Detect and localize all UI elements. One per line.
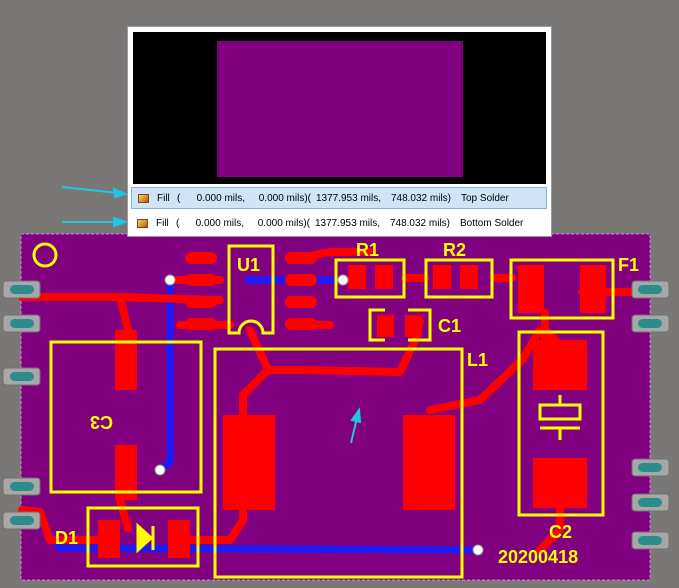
- f1-outline: [509, 258, 615, 320]
- pointer-arrows: [61, 186, 362, 444]
- mounting-hole: [32, 242, 58, 268]
- silkscreen: [49, 244, 615, 579]
- fill-icon: [138, 193, 149, 203]
- item-layer: Top Solder: [461, 192, 509, 204]
- item-kind: Fill: [156, 217, 169, 229]
- designator-u1: U1: [237, 255, 260, 275]
- pick-list-item-top-solder[interactable]: Fill ( 0.000 mils, 0.000 mils)( 1377.953…: [131, 187, 547, 209]
- board-date-text: 20200418: [498, 547, 578, 567]
- designator-r1: R1: [356, 240, 379, 260]
- designator-l1: L1: [467, 350, 488, 370]
- c2-outline: [517, 330, 605, 517]
- r2-outline: [424, 258, 494, 299]
- pick-list-popup[interactable]: Fill ( 0.000 mils, 0.000 mils)( 1377.953…: [127, 26, 552, 237]
- fill-preview: [133, 32, 546, 184]
- designator-c1: C1: [438, 316, 461, 336]
- item-y1: 0.000 mils)(: [258, 192, 311, 204]
- designator-c3: C3: [90, 412, 113, 432]
- item-y1: 0.000 mils)(: [257, 217, 310, 229]
- item-y2: 748.032 mils): [389, 217, 450, 229]
- d1-outline: [86, 506, 200, 568]
- designator-c2: C2: [549, 522, 572, 542]
- item-kind: Fill: [157, 192, 170, 204]
- d1-diode-symbol: [136, 522, 155, 554]
- item-paren: (: [177, 192, 181, 204]
- pick-list-item-bottom-solder[interactable]: Fill ( 0.000 mils, 0.000 mils)( 1377.953…: [131, 212, 547, 234]
- l1-outline: [213, 347, 464, 579]
- item-layer: Bottom Solder: [460, 217, 524, 229]
- c2-polarity-symbol: [538, 395, 582, 440]
- designator-r2: R2: [443, 240, 466, 260]
- edge-pad-holes: [10, 285, 662, 545]
- designators: U1 R1 R2 F1 C1 L1 C3 D1 C2 20200418: [55, 240, 639, 567]
- item-y2: 748.032 mils): [390, 192, 451, 204]
- designator-f1: F1: [618, 255, 639, 275]
- item-x1: 0.000 mils,: [195, 217, 244, 229]
- u1-outline: [227, 244, 275, 335]
- designator-d1: D1: [55, 528, 78, 548]
- item-paren: (: [176, 217, 180, 229]
- top-pads: [98, 252, 606, 558]
- vias: [154, 274, 484, 556]
- item-x1: 0.000 mils,: [196, 192, 245, 204]
- item-x2: 1377.953 mils,: [314, 217, 380, 229]
- r1-outline: [334, 258, 406, 299]
- fill-icon: [137, 218, 148, 228]
- c1-outline: [368, 308, 432, 342]
- fill-preview-shape: [217, 41, 463, 177]
- c3-outline: [49, 340, 203, 494]
- item-x2: 1377.953 mils,: [315, 192, 381, 204]
